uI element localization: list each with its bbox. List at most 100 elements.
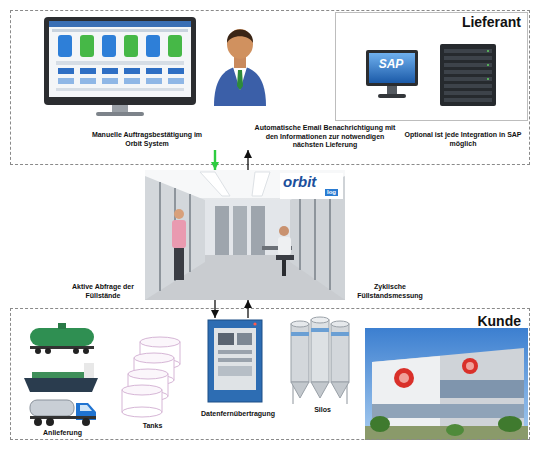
orbit-monitor [80,35,94,57]
silos [331,324,349,382]
tank-wagon [35,348,41,354]
sap-monitor [366,50,418,98]
orbit-monitor [146,35,160,57]
tank-truck [30,400,74,416]
silos [331,332,349,336]
edge-label: Zyklische Füllstandsmessung [350,283,430,300]
orbit-monitor [124,78,140,84]
tanker-ship [24,378,98,392]
building-photo [372,348,524,428]
storage-tanks [122,407,162,417]
server-rack [444,70,492,74]
silos [291,317,349,404]
orbit-monitor [168,68,184,74]
delivery-group: Anlieferung [20,322,105,438]
server-room-photo [280,173,343,199]
server-rack [444,98,492,102]
telemetry-cabinet [214,328,256,390]
node-text: Optional ist jede Integration in SAP mög… [403,131,523,148]
server-rack [487,64,489,66]
server-rack [444,56,492,60]
tank-wagon [73,348,79,354]
server-rack [444,84,492,88]
tanker-ship [84,363,94,378]
orbit-monitor [112,105,128,113]
server-room-photo [233,206,247,255]
tank-wagon [58,323,66,329]
telemetry-cabinet [218,333,234,345]
server-room-photo [282,260,286,276]
person-icon [227,29,253,59]
orbit-server: orbit log [145,170,345,300]
orbit-workstation: Manuelle Auftragsbestätigung im Orbit Sy… [40,14,255,150]
orbit-monitor [96,112,144,116]
server-room-photo [174,209,184,219]
orbit-monitor [56,88,184,91]
server-rack [444,49,492,53]
node-title: SAP [368,57,414,71]
customer-zone: KundeAnlieferungTanksDatenfernübertragun… [10,308,530,440]
building-photo [462,358,478,374]
measurement-arrow [247,300,248,318]
building-photo [365,328,528,440]
tank-wagon [30,328,94,346]
orbit-monitor [168,78,184,84]
orbit-monitor [58,78,74,84]
edge-label: Automatische Email Benachrichtigung mit … [250,124,400,150]
tanker-ship [24,363,98,392]
node-title: Manuelle Auftragsbestätigung im Orbit Sy… [84,131,210,148]
node-title: Silos [290,406,355,415]
orbit-monitor [146,78,162,84]
orbit-monitor [44,17,196,105]
building-photo [365,328,528,440]
building-photo [498,416,522,432]
orbit-monitor [49,21,191,27]
building-photo [440,380,524,398]
server-rack [444,91,492,95]
node-title: orbit [283,173,316,190]
person-icon [214,66,266,106]
server-rack [444,77,492,81]
server-room-photo [145,176,205,300]
silos [291,332,309,336]
orbit-monitor [168,35,182,57]
tank-truck [30,400,96,426]
storage-tanks [122,385,162,395]
orbit-monitor [146,68,162,74]
server-room-photo [279,226,289,236]
silos [311,382,329,398]
building-photo [394,368,414,388]
orbit-monitor [44,17,196,116]
node-text: log [325,189,338,196]
sap-monitor [378,94,406,98]
server-room-photo [174,248,184,280]
storage-tanks [128,369,168,379]
server-rack [487,50,489,52]
silos [331,382,349,398]
silos [291,321,309,327]
silos [311,317,329,323]
edge-label: Aktive Abfrage der Füllstände [63,283,143,300]
telemetry-cabinet [208,320,262,402]
building-photo [370,416,390,432]
telemetry-cabinet [218,366,252,376]
server-room-photo [299,195,301,270]
confirmation-arrow [214,150,216,170]
tank-wagon [45,348,51,354]
person-icon [233,67,247,90]
telemetry-box: Datenfernübertragung [192,318,284,418]
tank-truck [82,418,90,426]
orbit-monitor [52,29,188,32]
server-rack [487,78,489,80]
sap-frame [336,13,528,121]
silos [311,328,329,332]
telemetry-cabinet [253,322,256,325]
silos [291,382,309,398]
building-photo [372,404,524,418]
storage-tanks [134,353,174,363]
tank-truck [80,405,92,411]
sap-monitor [369,53,415,83]
building-photo [399,373,409,383]
